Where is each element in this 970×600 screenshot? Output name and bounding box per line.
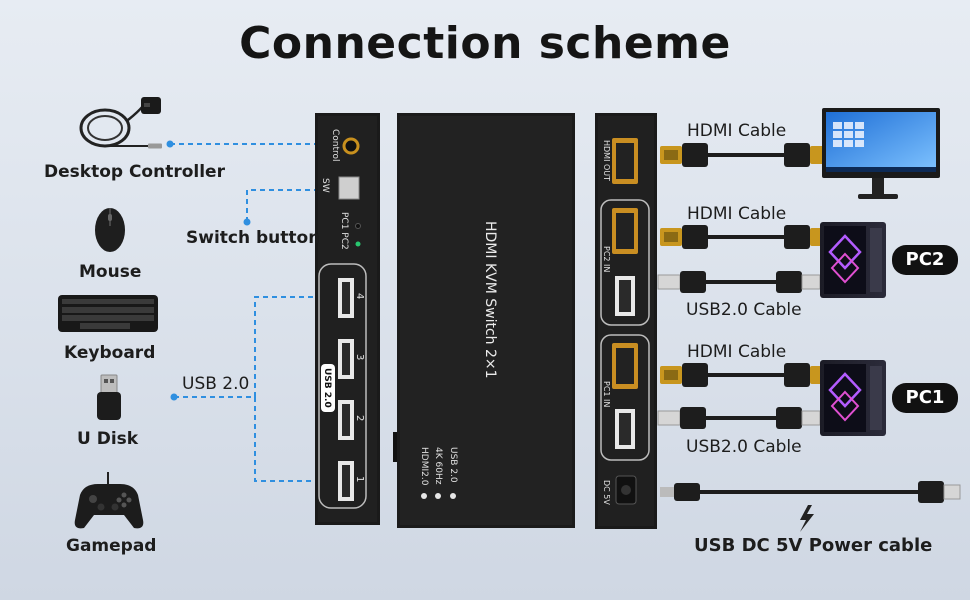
port-number: 3 [354, 354, 365, 360]
power-cable-label: USB DC 5V Power cable [694, 535, 933, 556]
control-port-label: Control [330, 129, 340, 162]
hdmi-cable-pc1-label: HDMI Cable [687, 342, 787, 362]
usb-cable-pc2 [657, 271, 821, 293]
udisk-label: U Disk [77, 429, 139, 449]
hdmi-cable-monitor [660, 143, 824, 167]
power-cable [660, 481, 961, 503]
led-pc2 [355, 223, 361, 229]
indicator-dot [421, 493, 427, 499]
usb-label: USB 2.0 [182, 374, 250, 394]
hdmi-cable-monitor-label: HDMI Cable [687, 121, 787, 141]
usb-pc1-port [615, 409, 635, 449]
pc2-badge: PC2 [892, 245, 958, 275]
indicator-dot [450, 493, 456, 499]
dc-label: DC 5V [602, 480, 611, 505]
led-pc1 [355, 241, 361, 247]
pc1-in-label: PC1 IN [602, 381, 611, 407]
usb-connector-bottom [254, 397, 330, 482]
mouse-label: Mouse [79, 262, 142, 282]
page-title: Connection scheme [239, 18, 731, 69]
indicator-dot [435, 493, 441, 499]
pc2-in-label: PC2 IN [602, 246, 611, 272]
switch-left-panel [315, 113, 380, 525]
udisk-icon [97, 374, 121, 420]
gamepad-icon [74, 472, 144, 529]
port-number: 1 [354, 476, 365, 482]
switch-button-label: Switch button [186, 228, 321, 248]
port-number: 4 [354, 293, 365, 299]
pc1-tower-icon [820, 360, 886, 436]
control-jack [342, 137, 360, 155]
hdmi-cable-pc2 [660, 225, 824, 249]
keyboard-label: Keyboard [64, 343, 156, 363]
hdmi-cable-pc1 [660, 363, 824, 387]
usb-ports [338, 278, 354, 501]
hdmi-pc1-port [612, 343, 638, 389]
dc-port [615, 475, 637, 505]
monitor-icon [822, 108, 940, 199]
connector-dot [243, 218, 251, 226]
connector-dot [166, 140, 174, 148]
device-name: HDMI KVM Switch 2×1 [482, 221, 498, 379]
desktop-controller-label: Desktop Controller [44, 162, 225, 182]
mouse-icon [95, 208, 125, 252]
port-number: 2 [354, 415, 365, 421]
switch-button-connector [246, 189, 315, 222]
keyboard-icon [58, 295, 158, 332]
switch-button-hw [338, 176, 360, 200]
switch-top-panel [393, 113, 575, 528]
usb-cable-pc1 [657, 407, 821, 429]
usb-group-label: USB 2.0 [322, 368, 332, 408]
usb-connector-top [174, 296, 330, 398]
feature-label: HDMI2.0 [419, 447, 429, 486]
hdmi-out-label: HDMI OUT [602, 140, 611, 181]
power-bolt-icon [800, 505, 814, 532]
hdmi-cable-pc2-label: HDMI Cable [687, 204, 787, 224]
pc-led-labels: PC1 PC2 [339, 212, 349, 250]
hdmi-pc2-port [612, 208, 638, 254]
pc2-tower-icon [820, 222, 886, 298]
pc1-badge: PC1 [892, 383, 958, 413]
usb-cable-pc1-label: USB2.0 Cable [686, 437, 802, 457]
sw-port-label: SW [320, 178, 330, 193]
connector-dot [170, 393, 178, 401]
connector-lines [170, 143, 330, 482]
switch-right-panel [595, 113, 657, 529]
feature-label: 4K 60Hz [433, 447, 443, 485]
gamepad-label: Gamepad [66, 536, 157, 556]
desktop-controller-icon [79, 97, 162, 149]
usb-cable-pc2-label: USB2.0 Cable [686, 300, 802, 320]
hdmi-out-port [612, 138, 638, 184]
usb-pc2-port [615, 276, 635, 316]
feature-label: USB 2.0 [448, 447, 458, 483]
